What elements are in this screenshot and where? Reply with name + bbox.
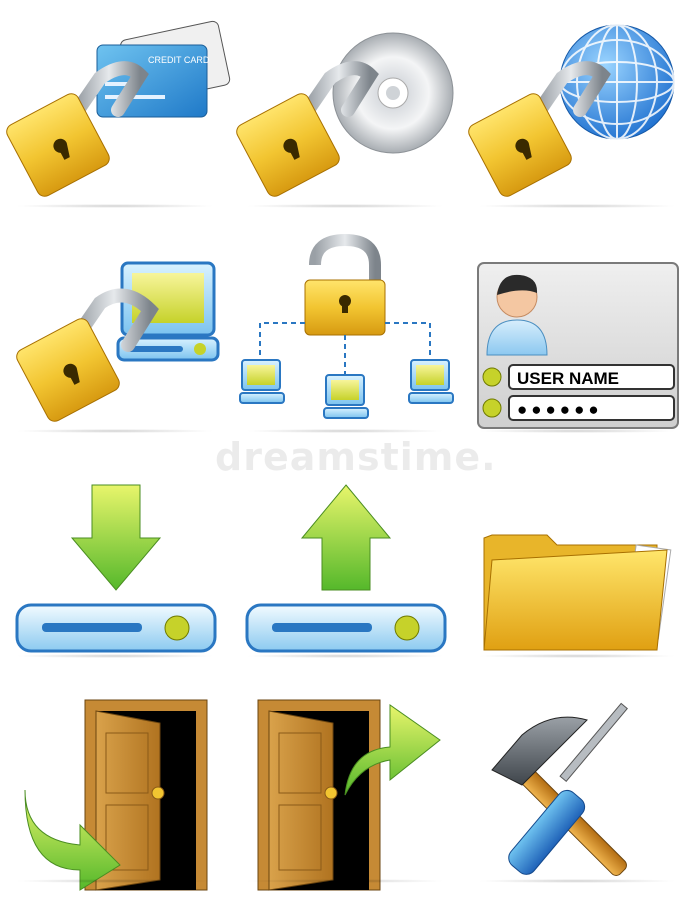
computer-lock-icon[interactable]	[0, 225, 230, 450]
download-icon[interactable]	[0, 450, 230, 675]
screwdriver-icon	[508, 702, 628, 875]
globe-lock-icon[interactable]	[462, 0, 692, 225]
network-lock-icon[interactable]	[230, 225, 460, 450]
username-field-label: USER NAME	[517, 369, 619, 388]
login-door-icon[interactable]	[0, 675, 230, 900]
credit-card-lock-icon[interactable]: CREDIT CARD	[0, 0, 231, 225]
tools-icon[interactable]	[462, 675, 692, 900]
user-avatar-icon	[486, 274, 548, 356]
password-field-dots: ●●●●●●	[517, 400, 603, 419]
cd-lock-icon[interactable]	[230, 0, 460, 225]
logout-door-icon[interactable]	[230, 675, 460, 900]
credit-card-label: CREDIT CARD	[148, 55, 210, 65]
login-form-icon[interactable]: USER NAME ●●●●●●	[462, 225, 692, 450]
folder-icon[interactable]	[462, 450, 692, 675]
upload-icon[interactable]	[230, 450, 460, 675]
watermark: dreamstime.	[215, 435, 497, 479]
